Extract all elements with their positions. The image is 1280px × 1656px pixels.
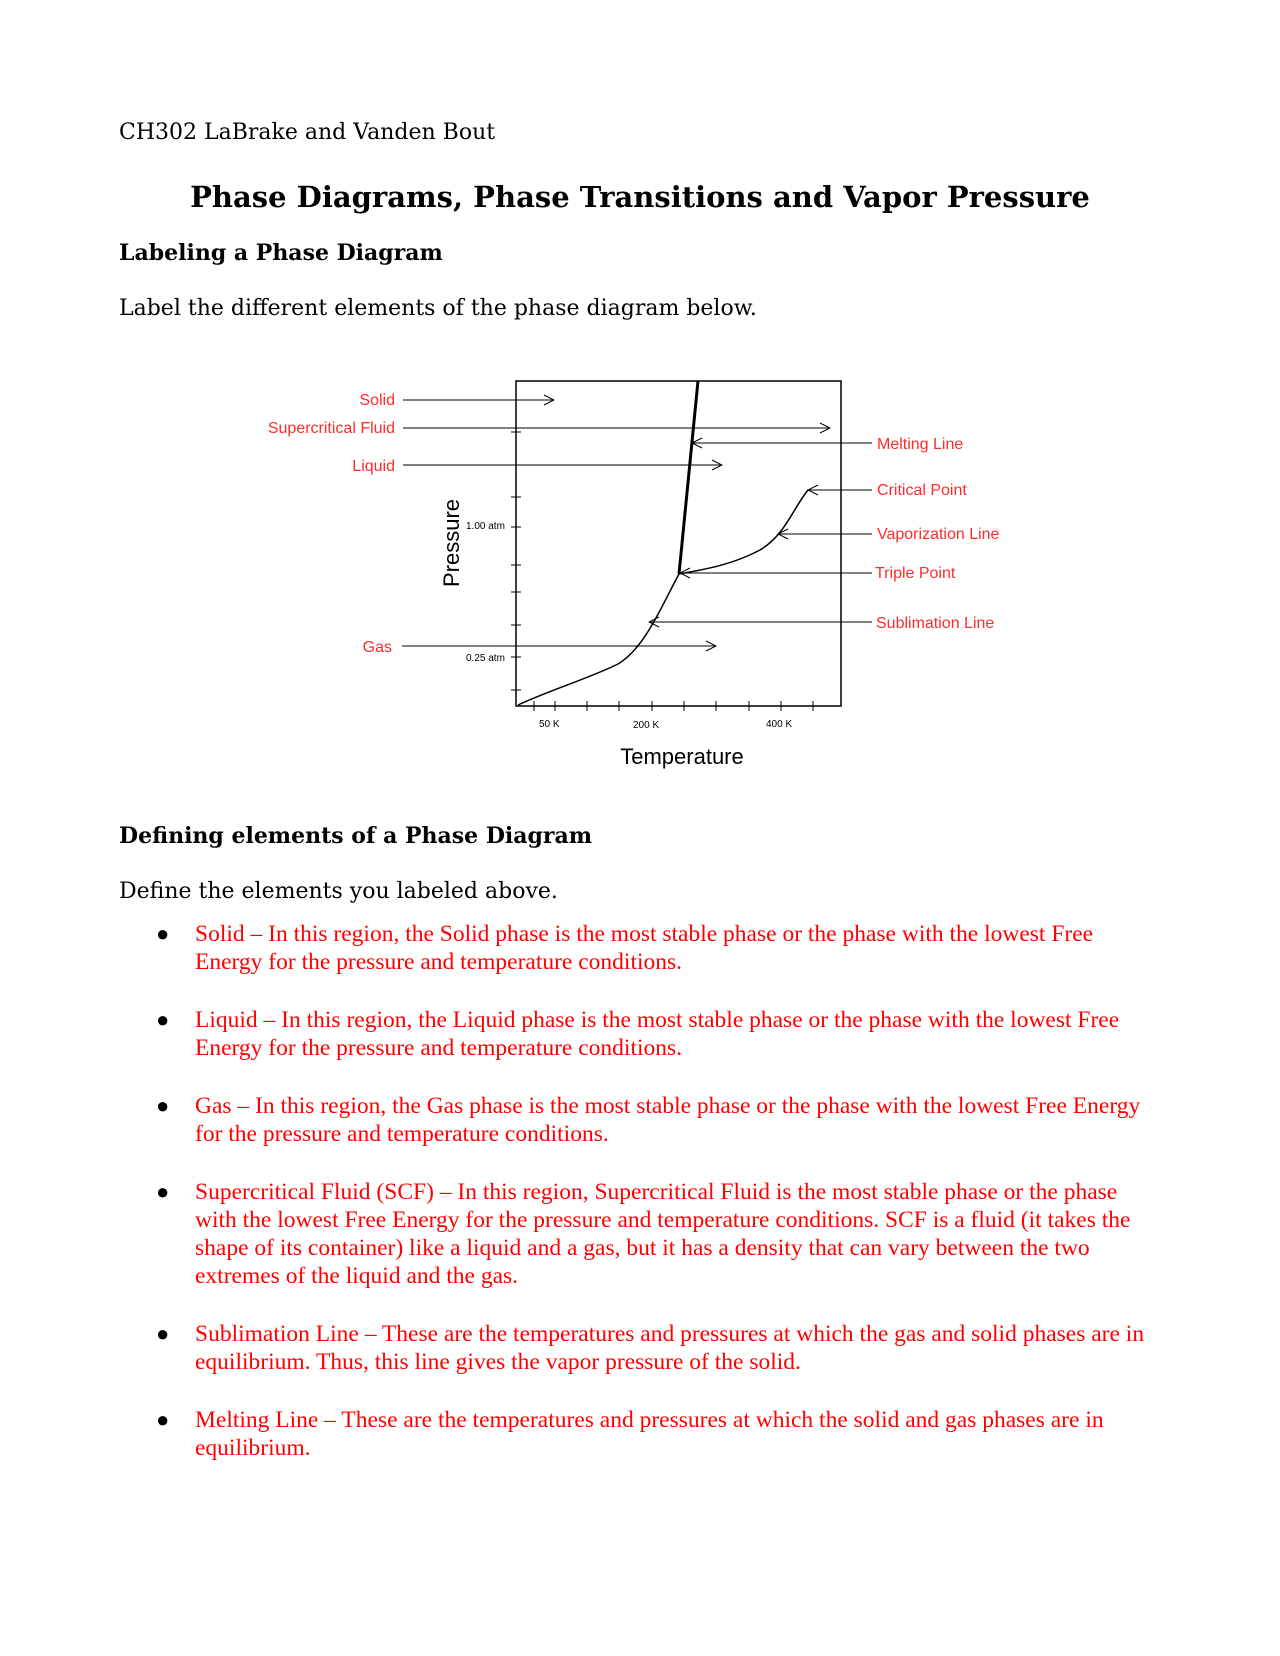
label-critical-point: Critical Point bbox=[877, 482, 967, 499]
label-vaporization-line: Vaporization Line bbox=[877, 526, 1000, 543]
course-header: CH302 LaBrake and Vanden Bout bbox=[119, 120, 496, 145]
definition-text: Sublimation Line – These are the tempera… bbox=[195, 1321, 1145, 1375]
definition-text: Gas – In this region, the Gas phase is t… bbox=[195, 1093, 1141, 1147]
instruction-labeling: Label the different elements of the phas… bbox=[119, 296, 757, 321]
label-triple-point: Triple Point bbox=[875, 565, 956, 582]
bullet-icon: ● bbox=[156, 1093, 170, 1118]
page-title: Phase Diagrams, Phase Transitions and Va… bbox=[190, 180, 1090, 214]
y-tick-label: 0.25 atm bbox=[466, 653, 505, 664]
definitions-list: ● Solid – In this region, the Solid phase… bbox=[148, 920, 1148, 1492]
label-solid: Solid bbox=[359, 392, 395, 409]
definition-text: Liquid – In this region, the Liquid phas… bbox=[195, 1007, 1120, 1061]
y-axis-title: Pressure bbox=[439, 499, 464, 587]
y-tick-label: 1.00 atm bbox=[466, 521, 505, 532]
phase-diagram: 1.00 atm 0.25 atm 50 K 200 K 400 K Press… bbox=[268, 380, 1000, 769]
label-sublimation-line: Sublimation Line bbox=[876, 615, 994, 632]
instruction-defining: Define the elements you labeled above. bbox=[119, 879, 558, 904]
definition-item: ● Melting Line – These are the temperatur… bbox=[148, 1406, 1148, 1462]
x-tick-label: 200 K bbox=[633, 720, 659, 731]
sublimation-curve bbox=[517, 573, 680, 706]
plot-frame bbox=[515, 380, 842, 707]
label-gas: Gas bbox=[363, 639, 392, 656]
bullet-icon: ● bbox=[156, 921, 170, 946]
bullet-icon: ● bbox=[156, 1007, 170, 1032]
definition-item: ● Sublimation Line – These are the temper… bbox=[148, 1320, 1148, 1376]
label-liquid: Liquid bbox=[352, 458, 395, 475]
definition-item: ● Liquid – In this region, the Liquid pha… bbox=[148, 1006, 1148, 1062]
definition-item: ● Gas – In this region, the Gas phase is … bbox=[148, 1092, 1148, 1148]
label-supercritical-fluid: Supercritical Fluid bbox=[268, 420, 395, 437]
definition-text: Supercritical Fluid (SCF) – In this regi… bbox=[195, 1179, 1131, 1289]
x-axis-ticks bbox=[533, 701, 814, 711]
bullet-icon: ● bbox=[156, 1179, 170, 1204]
section-heading-defining: Defining elements of a Phase Diagram bbox=[119, 823, 593, 849]
section-heading-labeling: Labeling a Phase Diagram bbox=[119, 240, 443, 266]
bullet-icon: ● bbox=[156, 1407, 170, 1432]
x-tick-label: 50 K bbox=[539, 719, 560, 730]
melting-curve bbox=[677, 380, 700, 575]
label-melting-line: Melting Line bbox=[877, 436, 963, 453]
definition-text: Melting Line – These are the temperature… bbox=[195, 1407, 1104, 1461]
x-tick-label: 400 K bbox=[766, 719, 792, 730]
vaporization-curve bbox=[678, 489, 809, 575]
definition-item: ● Solid – In this region, the Solid phase… bbox=[148, 920, 1148, 976]
bullet-icon: ● bbox=[156, 1321, 170, 1346]
definition-item: ● Supercritical Fluid (SCF) – In this reg… bbox=[148, 1178, 1148, 1290]
definition-text: Solid – In this region, the Solid phase … bbox=[195, 921, 1094, 975]
x-axis-title: Temperature bbox=[620, 744, 744, 769]
